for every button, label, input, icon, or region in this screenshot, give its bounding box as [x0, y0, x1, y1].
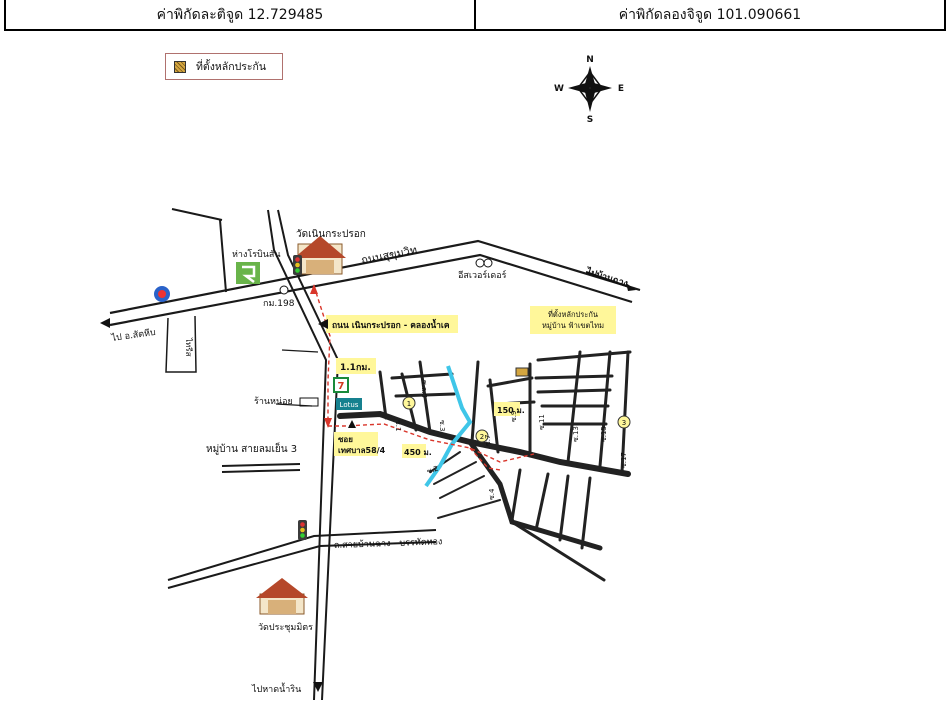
soi-s15-label: ซ.15 [600, 426, 608, 442]
route-path [313, 285, 535, 471]
soi-label-1: ซอย [338, 435, 353, 444]
arrow-left-icon [100, 318, 110, 328]
distance-150-label: 150 ม. [497, 406, 525, 415]
soi-s1-label: ซ.1 [394, 420, 402, 431]
hotel-label: ไทรีส [184, 337, 193, 357]
sukhumvit-label: ถนนสุขุมวิท [360, 243, 418, 267]
tire-shop-label: อีสเวอร์เดอร์ [458, 269, 507, 281]
gas-station-icon [154, 286, 170, 302]
legend-label: ที่ตั้งหลักประกัน [196, 61, 267, 73]
coordinate-bar: ค่าพิกัดละติจูด 12.729485 ค่าพิกัดลองจิจ… [4, 0, 946, 31]
to-beach-label: ไปหาดน้ำริน [251, 682, 301, 695]
shop-label: ร้านหน่อย [254, 396, 293, 407]
latitude-value: ค่าพิกัดละติจูด 12.729485 [156, 6, 324, 23]
tire-shop-icon [475, 258, 493, 268]
soi-s17-label: ซ.17 [620, 452, 628, 468]
soi-s13-label: ซ.13 [572, 426, 580, 442]
distance-box [336, 358, 376, 374]
to-sattahip-label: ไป อ.สัตหีบ [110, 327, 157, 344]
soi-s9-label: ซ.9 [510, 411, 518, 422]
village-roads [337, 350, 632, 582]
traffic-light-icon [298, 520, 307, 540]
noen-road-label: ถนน เนินกระปรอก - คลองน้ำเค [332, 318, 450, 331]
soi-s3-label: ซ.3 [438, 420, 446, 431]
village-3-label: หมู่บ้าน สายลมเย็น 3 [206, 441, 297, 455]
lotus-label: Lotus [340, 401, 359, 409]
svg-text:7: 7 [338, 381, 345, 392]
soi-s7-label: ซ.7 [484, 435, 492, 446]
km-marker-label: กม.198 [263, 299, 295, 309]
map-legend: ที่ตั้งหลักประกัน [165, 53, 283, 80]
department-store-icon [236, 262, 260, 284]
soi-s2-label: ซ.2 [426, 464, 439, 475]
compass-icon: N S E W [554, 55, 624, 125]
canal [424, 365, 473, 488]
compass-s: S [587, 115, 593, 125]
collateral-box-line2: หมู่บ้าน ฟ้าเขตไทม [542, 321, 604, 330]
convenience-store-icon: 7 [333, 377, 349, 393]
soi-box [334, 432, 378, 456]
road-name-box [326, 315, 458, 333]
compass-n: N [586, 55, 594, 65]
collateral-marker-icon [515, 367, 529, 377]
km-post-icon [279, 285, 289, 295]
distance-11-label: 1.1กม. [340, 363, 371, 373]
collateral-swatch-icon [174, 60, 186, 73]
marker-2: 2 [480, 433, 484, 441]
to-ban-chang-sign: ไปบ้านฉาง [584, 265, 636, 291]
distance-450-label: 450 ม. [404, 448, 432, 457]
compass-e: E [618, 84, 624, 94]
lotus-store-icon [336, 398, 362, 410]
temple-top-label: วัดเนินกระปรอก [296, 229, 366, 240]
soi-label-2: เทศบาล58/4 [338, 446, 386, 455]
to-ban-chang-label: ไปบ้านฉาง [584, 265, 629, 289]
longitude-value: ค่าพิกัดลองจิจูด 101.090661 [474, 0, 944, 29]
bottom-road-label: ถ.สายบ้านฉาง - บรรทัดทอง [334, 536, 443, 551]
soi-s4-label: ซ.4 [488, 488, 496, 500]
temple-icon [256, 578, 308, 615]
soi-s5-label: ซ.ล.5 [420, 380, 428, 398]
temple-icon [294, 236, 346, 275]
department-store-label: ห่างโรบินสัน [232, 249, 281, 260]
traffic-light-icon [293, 255, 302, 275]
marker-3: 3 [622, 419, 626, 427]
arrow-down-icon [313, 682, 323, 692]
shop-box [299, 397, 319, 407]
compass-w: W [554, 84, 564, 94]
marker-1: 1 [407, 400, 411, 408]
soi-s11-label: ซ.11 [538, 414, 546, 430]
collateral-box [530, 306, 616, 334]
collateral-box-line1: ที่ตั้งหลักประกัน [548, 309, 598, 319]
temple-bottom-label: วัดประชุมมิตร [258, 622, 313, 633]
